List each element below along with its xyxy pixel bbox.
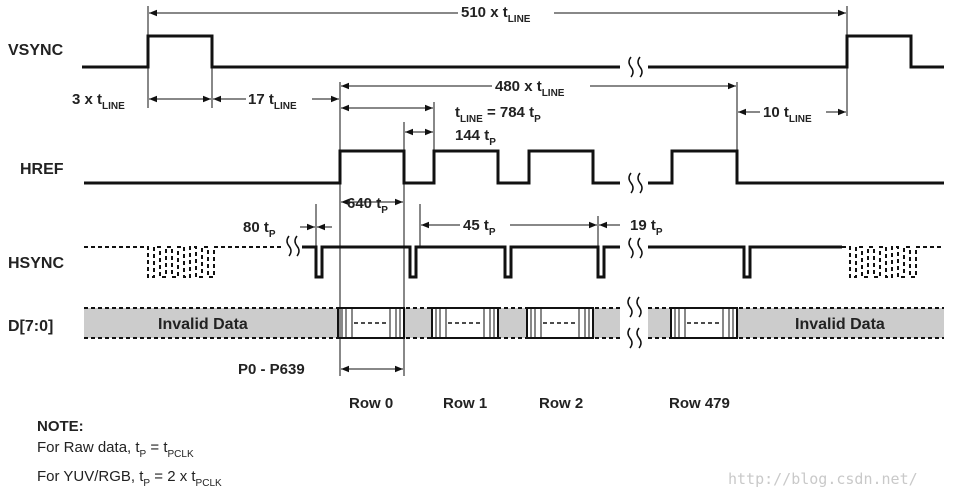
- front-porch-label: 10 tLINE: [763, 104, 812, 125]
- note-yuv: For YUV/RGB, tP = 2 x tPCLK: [37, 468, 222, 489]
- back-porch-label: 17 tLINE: [248, 91, 297, 112]
- active-pixels-label: 640 tP: [347, 195, 388, 216]
- href-low-label: 144 tP: [455, 127, 496, 148]
- row-1-label: Row 1: [443, 395, 487, 412]
- pixel-block-row-479: [670, 307, 738, 339]
- pixel-block-row-1: [431, 307, 499, 339]
- invalid-data-right-label: Invalid Data: [795, 316, 885, 333]
- break-marker: [628, 56, 643, 78]
- vsync-pulse-label: 3 x tLINE: [72, 91, 125, 112]
- hsync-waveform: [84, 235, 944, 279]
- href-waveform: [84, 149, 944, 194]
- href-label: HREF: [20, 161, 64, 178]
- invalid-data-left-label: Invalid Data: [158, 316, 248, 333]
- note-title: NOTE:: [37, 418, 84, 435]
- hsync-80-label: 80 tP: [243, 219, 276, 240]
- hsync-45-label: 45 tP: [463, 217, 496, 238]
- hsync-label: HSYNC: [8, 255, 64, 272]
- vsync-label: VSYNC: [8, 42, 64, 59]
- pixel-block-row-0: [337, 307, 405, 339]
- frame-label: 510 x tLINE: [461, 4, 531, 25]
- row-479-label: Row 479: [669, 395, 730, 412]
- hsync-19-label: 19 tP: [630, 217, 663, 238]
- timing-labels: 510 x tLINE 3 x tLINE 17 tLINE 480 x tLI…: [72, 2, 826, 378]
- note-raw: For Raw data, tP = tPCLK: [37, 439, 194, 460]
- pixels-label: P0 - P639: [238, 361, 305, 378]
- active-rows-label: 480 x tLINE: [495, 78, 565, 99]
- break-marker: [627, 296, 642, 349]
- watermark: http://blog.csdn.net/: [728, 470, 918, 488]
- pixel-block-row-2: [526, 307, 594, 339]
- row-0-label: Row 0: [349, 395, 393, 412]
- reference-lines: [147, 6, 848, 376]
- data-bus-label: D[7:0]: [8, 318, 53, 335]
- line-period-label: tLINE = 784 tP: [455, 104, 541, 125]
- row-2-label: Row 2: [539, 395, 583, 412]
- data-bus-waveform: Invalid Data Invalid Data: [84, 296, 944, 349]
- note-block: NOTE: For Raw data, tP = tPCLK For YUV/R…: [37, 418, 222, 489]
- break-marker: [286, 235, 643, 259]
- break-marker: [628, 172, 643, 194]
- vsync-waveform: [82, 34, 944, 78]
